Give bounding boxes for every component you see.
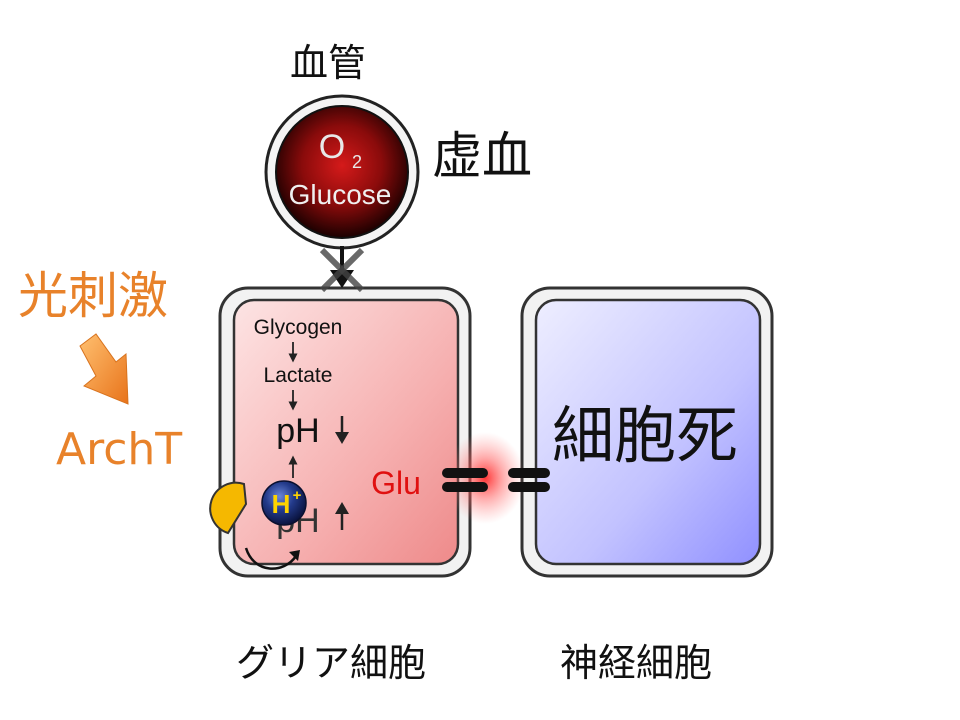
vessel-label: 血管	[290, 41, 367, 85]
glial-cell-label: グリア細胞	[236, 641, 427, 685]
down-arrow-icon	[335, 416, 349, 444]
channel-icon	[442, 468, 488, 492]
oxygen-label: O	[319, 128, 345, 166]
orange-arrow-icon	[79, 333, 129, 405]
channel-icon	[508, 468, 550, 492]
block-x-icon	[319, 247, 365, 293]
curved-arrow-icon	[244, 547, 300, 570]
archt-pump-icon	[209, 481, 248, 535]
archt-label: ArchT	[56, 424, 183, 475]
neuron-label: 神経細胞	[560, 641, 713, 685]
glycogen-label: Glycogen	[254, 316, 343, 339]
proton-label: H	[272, 489, 291, 519]
blood-vessel	[264, 94, 420, 250]
light-stimulation-label: 光刺激	[18, 267, 168, 325]
ischemia-label: 虚血	[432, 127, 532, 185]
cell-death-label: 細胞死	[552, 399, 739, 472]
proton-icon	[261, 480, 307, 526]
ph-label-top: pH	[276, 412, 319, 450]
oxygen-subscript: 2	[352, 152, 362, 172]
glutamate-label: Glu	[371, 465, 421, 501]
lactate-label: Lactate	[264, 364, 333, 387]
glucose-label: Glucose	[289, 179, 392, 210]
up-arrow-icon	[335, 502, 349, 530]
neuron-cell	[520, 286, 774, 578]
glutamate-glow	[445, 432, 525, 524]
proton-charge: +	[293, 487, 302, 504]
